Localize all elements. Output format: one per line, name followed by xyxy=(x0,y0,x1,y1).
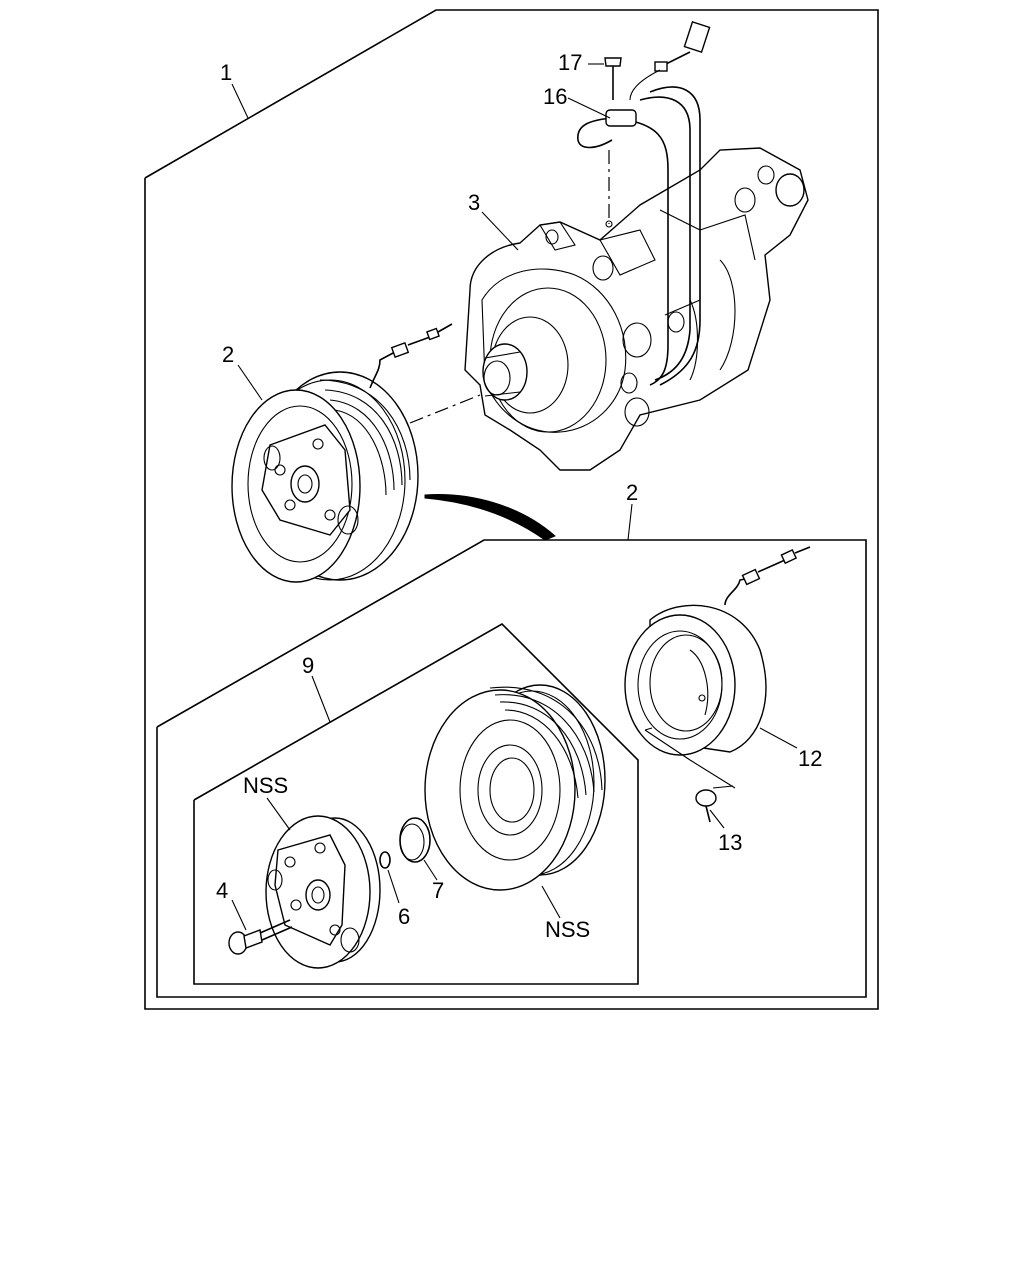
callout-2-group: 2 xyxy=(626,480,638,505)
clutch-subgroup-frame xyxy=(193,623,639,985)
callout-7: 7 xyxy=(432,878,444,903)
callout-1: 1 xyxy=(220,60,232,85)
clutch-pulley-assembly xyxy=(231,323,481,583)
callout-2-top: 2 xyxy=(222,342,234,367)
leader-lines xyxy=(231,63,798,931)
shim xyxy=(379,851,391,869)
assembly-frame xyxy=(144,9,879,1010)
callout-12: 12 xyxy=(798,746,822,771)
callout-16: 16 xyxy=(543,84,567,109)
wire-harness xyxy=(577,20,711,386)
group-arrow xyxy=(424,494,556,541)
screw-13 xyxy=(695,785,734,823)
clutch-plate xyxy=(265,815,381,969)
callout-17: 17 xyxy=(558,50,582,75)
clutch-group-frame xyxy=(156,539,867,998)
pulley xyxy=(424,684,606,891)
callout-4: 4 xyxy=(216,878,228,903)
callout-13: 13 xyxy=(718,830,742,855)
callout-nss-pulley: NSS xyxy=(545,917,590,942)
callout-6: 6 xyxy=(398,904,410,929)
compressor-body xyxy=(464,147,809,471)
callout-nss-plate: NSS xyxy=(243,773,288,798)
callout-3: 3 xyxy=(468,190,480,215)
callout-9: 9 xyxy=(302,653,314,678)
field-coil xyxy=(624,546,811,789)
bolt-4 xyxy=(228,919,293,955)
snap-ring xyxy=(399,817,431,863)
